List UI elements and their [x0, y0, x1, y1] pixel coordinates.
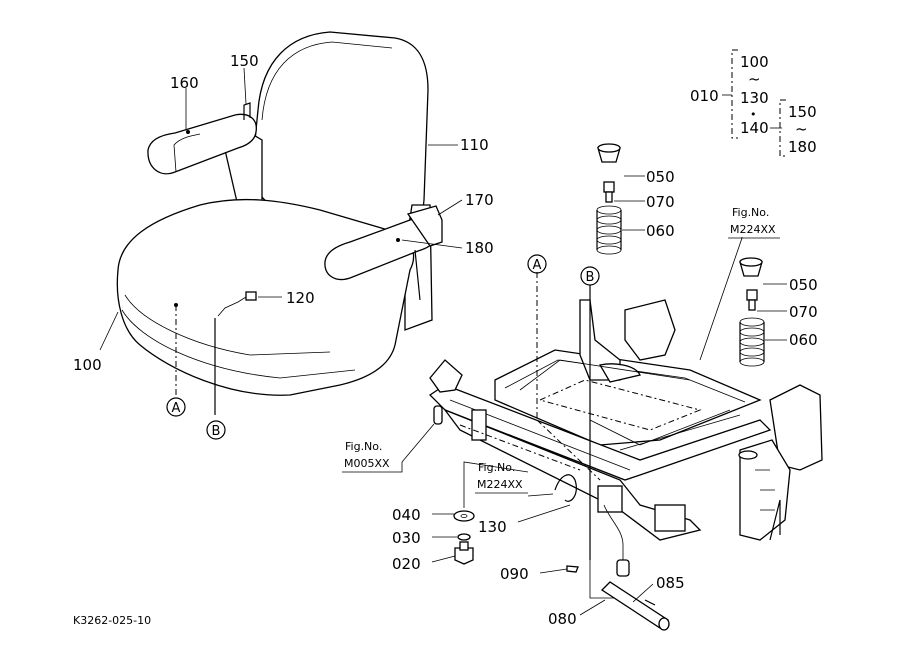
label-080: 080 [548, 610, 577, 628]
label-050-right: 050 [789, 276, 818, 294]
label-040: 040 [392, 506, 421, 524]
spring-stack-right [738, 257, 765, 460]
spring-stack-top [596, 143, 622, 255]
ref-circle-b-seat: B [206, 420, 226, 440]
svg-text:B: B [586, 270, 595, 285]
assembly-bracket: 010 100 ~ 130 • 140 150 ~ 180 [690, 49, 817, 157]
label-030: 030 [392, 529, 421, 547]
ref-circle-b-frame: B [580, 266, 600, 286]
label-020: 020 [392, 555, 421, 573]
fig-ref-m005: M005XX [344, 457, 390, 470]
svg-text:130: 130 [740, 89, 769, 107]
fig-label-left: Fig.No. [345, 440, 382, 453]
seat-assembly [116, 31, 443, 396]
seat-frame-assembly [428, 299, 823, 541]
reference-lines [175, 272, 615, 599]
ref-circle-a-seat: A [166, 397, 186, 417]
svg-text:•: • [750, 108, 757, 121]
label-085: 085 [656, 574, 685, 592]
label-170: 170 [465, 191, 494, 209]
fig-label-mid: Fig.No. [478, 461, 515, 474]
label-160: 160 [170, 74, 199, 92]
svg-text:A: A [533, 258, 542, 273]
drawing-code: K3262-025-10 [73, 614, 151, 627]
svg-text:150: 150 [788, 103, 817, 121]
label-060-top: 060 [646, 222, 675, 240]
svg-text:180: 180 [788, 138, 817, 156]
leader-lines [99, 67, 787, 616]
label-070-top: 070 [646, 193, 675, 211]
label-100: 100 [73, 356, 102, 374]
svg-text:140: 140 [740, 119, 769, 137]
svg-text:A: A [172, 401, 181, 416]
label-150: 150 [230, 52, 259, 70]
label-180: 180 [465, 239, 494, 257]
fig-ref-m224-mid: M224XX [477, 478, 523, 491]
label-130: 130 [478, 518, 507, 536]
label-010: 010 [690, 87, 719, 105]
label-070-right: 070 [789, 303, 818, 321]
fastener-stack [453, 510, 475, 565]
ref-circle-a-frame: A [527, 254, 547, 274]
label-110: 110 [460, 136, 489, 154]
label-050-top: 050 [646, 168, 675, 186]
svg-text:B: B [212, 424, 221, 439]
svg-text:100: 100 [740, 53, 769, 71]
fig-label-top: Fig.No. [732, 206, 769, 219]
seat-lever [566, 504, 670, 631]
fig-ref-m224-top: M224XX [730, 223, 776, 236]
svg-text:~: ~ [795, 120, 808, 138]
svg-text:~: ~ [748, 70, 761, 88]
wire-harness [554, 474, 577, 502]
label-120: 120 [286, 289, 315, 307]
label-090: 090 [500, 565, 529, 583]
label-060-right: 060 [789, 331, 818, 349]
